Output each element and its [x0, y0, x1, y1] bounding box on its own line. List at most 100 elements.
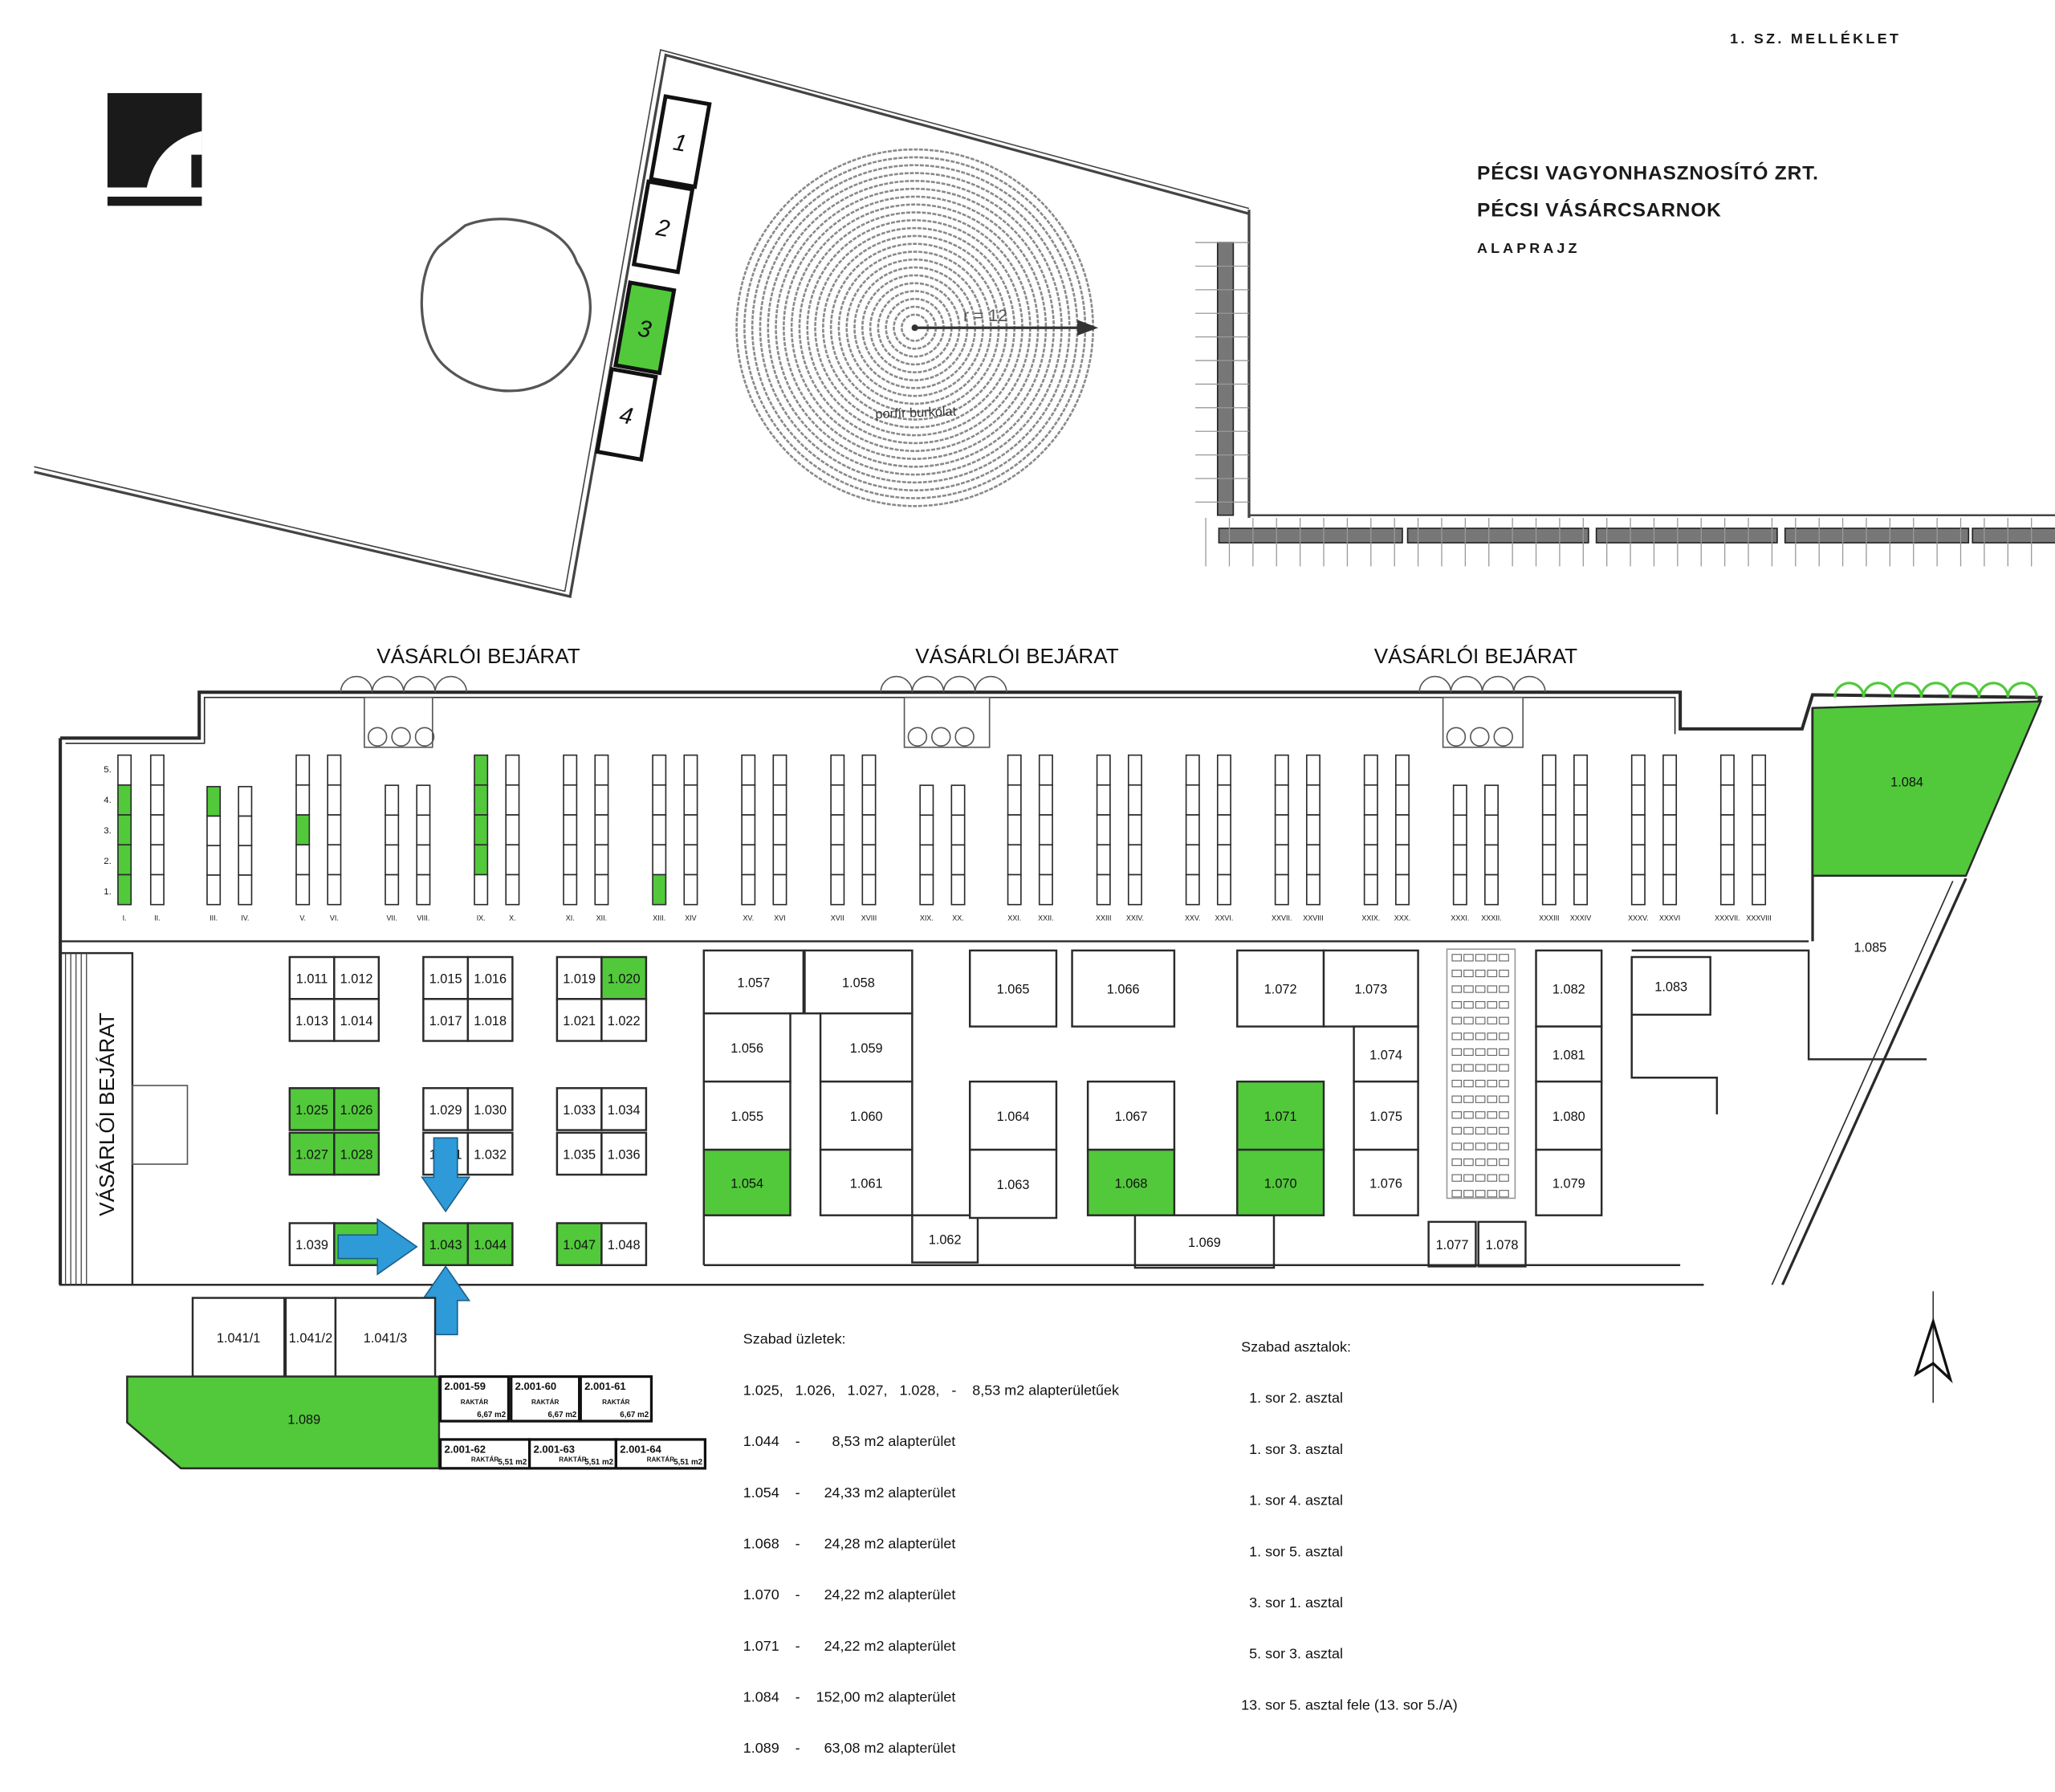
unit-label: 1.082: [1552, 983, 1585, 997]
dining-table: [1499, 1000, 1509, 1009]
table-seat: [741, 784, 756, 816]
unit-label: 1.073: [1354, 983, 1387, 997]
unit-label: 1.013: [295, 1014, 328, 1028]
table-seat: [919, 784, 934, 817]
dining-table: [1451, 1079, 1463, 1088]
table-seat: [652, 814, 667, 846]
legend-line: 1. sor 5. asztal: [1241, 1544, 1343, 1561]
legend-line: 5. sor 3. asztal: [1241, 1646, 1343, 1663]
row-numeral: XI.: [566, 914, 575, 922]
table-seat: [416, 784, 431, 817]
legend-line: 1. sor 2. asztal: [1241, 1391, 1343, 1407]
unit-label: 1.081: [1552, 1048, 1585, 1062]
table-seat: [117, 814, 132, 846]
table-seat: [206, 845, 222, 876]
storage-box: [438, 1375, 511, 1423]
table-seat: [149, 784, 165, 816]
table-seat: [1127, 814, 1142, 846]
table-seat: [683, 784, 698, 816]
door-swing: [1450, 675, 1483, 693]
table-seat: [295, 844, 311, 876]
kiosk-number: 4: [617, 401, 635, 430]
unit-box: [191, 1297, 286, 1378]
unit-label: 1.068: [1115, 1176, 1148, 1191]
table-seat: [1719, 874, 1735, 906]
storage-box: [438, 1438, 531, 1470]
table-seat: [416, 844, 431, 876]
kiosk: 4: [595, 366, 658, 462]
table-seat: [1363, 874, 1378, 906]
table-seat: [149, 814, 165, 846]
dining-table: [1451, 1032, 1463, 1041]
dining-table: [1487, 1048, 1498, 1057]
door-swing: [1919, 682, 1952, 698]
fountain-radius-label: r = 12: [963, 307, 1007, 325]
table-seat: [683, 874, 698, 906]
unit-label: 1.070: [1264, 1176, 1297, 1191]
unit-box: [1535, 1080, 1603, 1151]
table-seat: [327, 754, 342, 786]
door-swing: [340, 675, 373, 693]
unit-box: [1236, 1080, 1325, 1151]
table-seat: [861, 844, 877, 876]
unit-label: 1.069: [1188, 1236, 1221, 1250]
table-seat: [1719, 844, 1735, 876]
table-seat: [238, 815, 253, 847]
table-seat: [1752, 844, 1767, 876]
table-seat: [563, 844, 578, 876]
table-seat: [1752, 754, 1767, 786]
row-numeral: XXXI.: [1451, 914, 1469, 922]
table-seat: [1484, 814, 1499, 846]
row-numeral: X.: [509, 914, 515, 922]
dining-table: [1463, 985, 1474, 993]
table-seat: [919, 844, 934, 876]
storage-id: 2.001-60: [515, 1380, 557, 1392]
table-seat: [117, 784, 132, 816]
table-seat: [741, 874, 756, 906]
dining-table: [1475, 1064, 1486, 1072]
unit-label: 1.030: [474, 1103, 507, 1118]
outdoor-plaza: [34, 49, 2055, 598]
door-swing: [1470, 727, 1490, 747]
table-seat: [1719, 754, 1735, 786]
dining-table: [1463, 954, 1474, 962]
table-seat: [1662, 754, 1678, 786]
table-seat: [1752, 784, 1767, 816]
vestibule: [1442, 696, 1524, 748]
door-swing: [974, 675, 1007, 693]
unit-box: [466, 1131, 514, 1176]
storage-size: 5,51 m2: [673, 1458, 702, 1467]
unit-label: 1.074: [1369, 1048, 1402, 1062]
table-seat: [206, 785, 222, 817]
table-seat: [385, 784, 400, 817]
table-seat: [1127, 874, 1142, 906]
storage-size: 6,67 m2: [547, 1411, 576, 1419]
table-seat: [1752, 874, 1767, 906]
unit-box: [1086, 1148, 1176, 1216]
storage-type: RAKTÁR: [559, 1456, 587, 1464]
table-seat: [416, 814, 431, 846]
row-numeral: VIII.: [417, 914, 429, 922]
row-numeral: V.: [299, 914, 306, 922]
unit-box: [288, 1222, 336, 1266]
table-seat: [683, 844, 698, 876]
unit-box: [968, 1080, 1058, 1151]
dining-table: [1451, 1190, 1463, 1198]
table-seat: [1305, 814, 1320, 846]
table-seat: [149, 844, 165, 876]
legend-free-shops-title: Szabad üzletek:: [743, 1332, 846, 1348]
unit-box: [555, 1131, 603, 1176]
table-seat: [1305, 874, 1320, 906]
unit-label: 1.072: [1264, 983, 1297, 997]
legend-line: 13. sor 5. asztal fele (13. sor 5./A): [1241, 1697, 1458, 1714]
dining-table: [1475, 1032, 1486, 1041]
table-seat: [594, 754, 609, 786]
table-seat: [1541, 754, 1557, 786]
dining-table: [1451, 1174, 1463, 1182]
row-numeral: II.: [154, 914, 160, 922]
seat-number: 5.: [104, 765, 112, 775]
storage-size: 6,67 m2: [477, 1411, 506, 1419]
table-seat: [950, 844, 966, 876]
unit-label: 1.058: [842, 976, 875, 991]
